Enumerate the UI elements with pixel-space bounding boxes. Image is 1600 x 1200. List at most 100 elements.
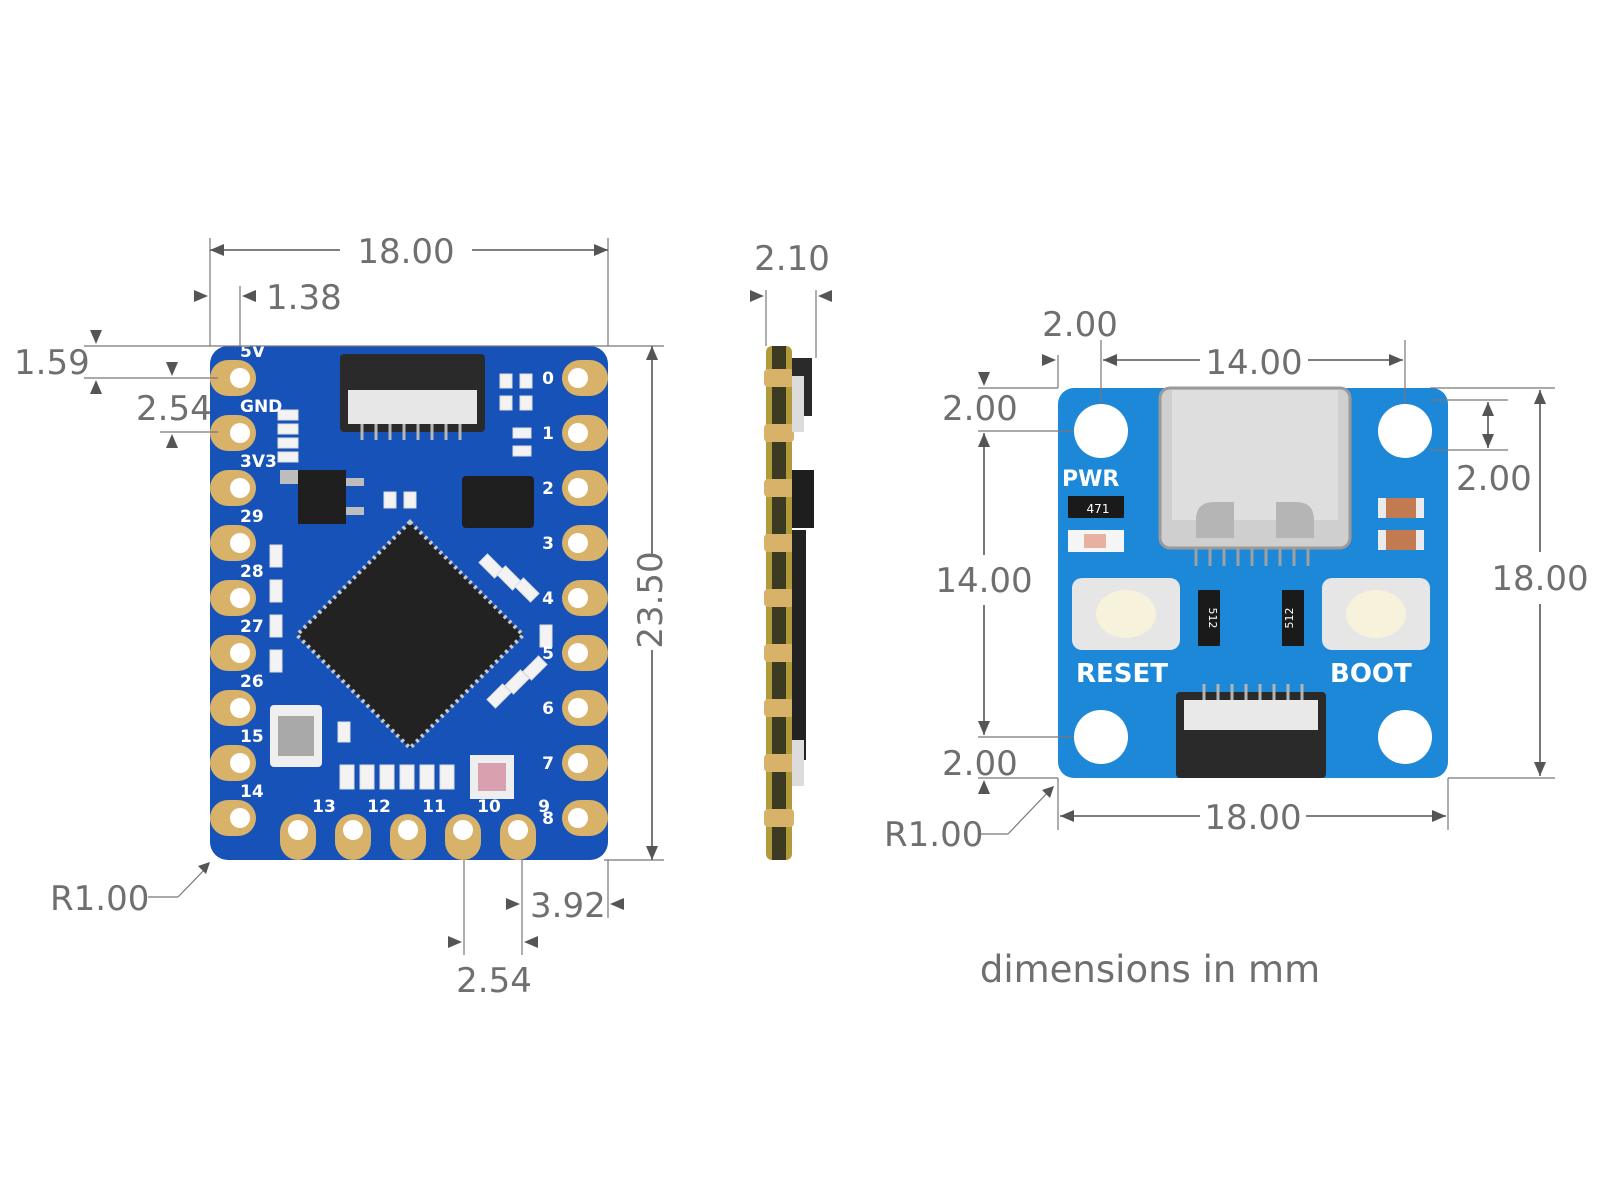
passive-components xyxy=(269,373,553,790)
right-pin-label: 5 xyxy=(542,644,554,664)
dim-adapter-hole-offset-top: 2.00 xyxy=(942,389,1018,429)
pad-hole xyxy=(568,808,588,828)
dim-bottom-right-offset: 3.92 xyxy=(530,886,606,926)
dim-adapter-hole-spacing-y: 14.00 xyxy=(935,561,1032,601)
left-pin-pads xyxy=(210,360,256,836)
right-pin-labels: 0 1 2 3 4 5 6 7 8 xyxy=(542,369,554,829)
right-pin-label: 0 xyxy=(542,369,554,389)
dim-adapter-corner-radius: R1.00 xyxy=(884,815,983,855)
pad-hole xyxy=(230,368,250,388)
caption: dimensions in mm xyxy=(980,948,1320,991)
side-pin xyxy=(764,809,794,827)
mounting-hole-br xyxy=(1378,710,1432,764)
side-pin xyxy=(764,479,794,497)
dim-pin-pitch-left: 2.54 xyxy=(136,389,212,429)
pad-hole xyxy=(230,753,250,773)
pad-hole xyxy=(568,753,588,773)
side-view-pins xyxy=(764,369,794,827)
side-pin xyxy=(764,754,794,772)
right-pin-label: 4 xyxy=(542,589,554,609)
mounting-hole-tl xyxy=(1074,404,1128,458)
left-pin-label: GND xyxy=(240,397,282,417)
voltage-regulator xyxy=(298,470,346,524)
pad-hole xyxy=(508,820,528,840)
pwr-label: PWR xyxy=(1062,467,1119,492)
bottom-pin-labels: 13 12 11 10 9 xyxy=(312,797,550,817)
left-pin-label: 28 xyxy=(240,562,264,582)
pad-hole xyxy=(568,368,588,388)
dim-adapter-height: 18.00 xyxy=(1491,559,1588,599)
pad-hole xyxy=(568,698,588,718)
flash-chip xyxy=(462,476,534,528)
dim-top-offset: 1.59 xyxy=(14,343,90,383)
resistor-left xyxy=(1198,590,1220,646)
left-pin-label: 5V xyxy=(240,342,266,362)
bottom-pin-label: 12 xyxy=(367,797,391,817)
side-pin xyxy=(764,369,794,387)
dim-height-23-5: 23.50 xyxy=(631,551,671,648)
right-pin-label: 2 xyxy=(542,479,554,499)
dim-edge-offset: 1.38 xyxy=(266,278,342,318)
left-pin-label: 29 xyxy=(240,507,264,527)
right-pin-label: 8 xyxy=(542,809,554,829)
pad-hole xyxy=(568,478,588,498)
dim-adapter-hole-spacing-x: 14.00 xyxy=(1205,343,1302,383)
svg-text:512: 512 xyxy=(1283,608,1296,629)
side-view-dimensions: 2.10 xyxy=(750,239,832,358)
left-pin-label: 15 xyxy=(240,727,264,747)
pad-hole xyxy=(230,643,250,663)
side-pin xyxy=(764,424,794,442)
pad-hole xyxy=(288,820,308,840)
main-board-dimensions: 18.00 1.38 1.59 2.54 23.50 R1.00 xyxy=(14,232,671,1001)
svg-text:512: 512 xyxy=(1206,608,1219,629)
pad-hole xyxy=(230,533,250,553)
pad-hole xyxy=(398,820,418,840)
pad-hole xyxy=(568,643,588,663)
pad-hole xyxy=(230,808,250,828)
right-pin-pads xyxy=(562,360,608,836)
pad-hole xyxy=(568,533,588,553)
dim-pin-pitch-bottom: 2.54 xyxy=(456,961,532,1001)
bottom-pin-label: 11 xyxy=(422,797,446,817)
right-pin-label: 3 xyxy=(542,534,554,554)
pad-hole xyxy=(568,588,588,608)
svg-text:471: 471 xyxy=(1087,502,1110,516)
dim-adapter-hole-offset-x: 2.00 xyxy=(1042,305,1118,345)
adapter-board: PWR 471 RESET BOOT 512 512 xyxy=(1058,386,1448,778)
dim-width-18: 18.00 xyxy=(357,232,454,272)
bottom-pin-label: 10 xyxy=(477,797,501,817)
left-pin-label: 14 xyxy=(240,782,264,802)
reset-label: RESET xyxy=(1076,659,1168,689)
left-pin-label: 3V3 xyxy=(240,452,277,472)
side-pin xyxy=(764,644,794,662)
bottom-pin-pads xyxy=(280,814,536,860)
side-pin xyxy=(764,534,794,552)
pad-hole xyxy=(343,820,363,840)
pad-hole xyxy=(230,588,250,608)
bottom-pin-label: 13 xyxy=(312,797,336,817)
dim-adapter-hole-offset-right: 2.00 xyxy=(1456,459,1532,499)
right-pin-label: 6 xyxy=(542,699,554,719)
right-pin-label: 1 xyxy=(542,424,554,444)
capacitor-2 xyxy=(1378,530,1424,550)
side-pin xyxy=(764,699,794,717)
pwr-resistor xyxy=(1068,496,1124,518)
pad-hole xyxy=(230,423,250,443)
bottom-pin-label: 9 xyxy=(538,797,550,817)
right-pin-label: 7 xyxy=(542,754,554,774)
capacitor-1 xyxy=(1378,498,1424,518)
left-pin-label: 27 xyxy=(240,617,264,637)
side-view xyxy=(764,346,814,860)
side-pin xyxy=(764,589,794,607)
pad-hole xyxy=(568,423,588,443)
dim-adapter-hole-offset-bottom: 2.00 xyxy=(942,744,1018,784)
boot-label: BOOT xyxy=(1330,659,1412,689)
dim-corner-radius: R1.00 xyxy=(50,879,149,919)
mounting-hole-tr xyxy=(1378,404,1432,458)
pad-hole xyxy=(230,698,250,718)
adapter-board-dimensions: 2.00 14.00 2.00 14.00 2.00 2.00 xyxy=(884,305,1589,855)
mounting-hole-bl xyxy=(1074,710,1128,764)
